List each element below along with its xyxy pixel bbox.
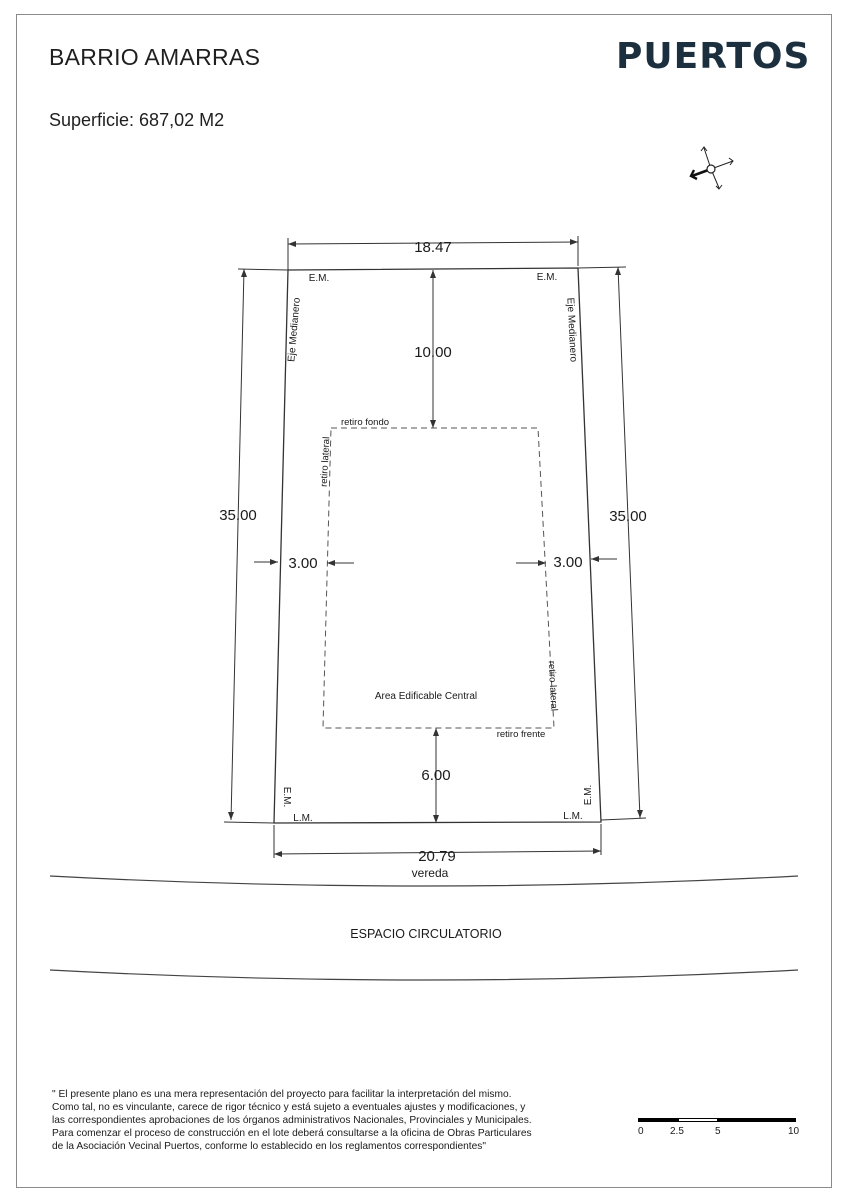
page-title: BARRIO AMARRAS: [49, 44, 261, 70]
scale-label: 2.5: [670, 1126, 684, 1137]
scale-bar: 0 2.5 5 10: [638, 1118, 800, 1148]
vereda-label: vereda: [412, 866, 449, 880]
retiro-fondo-label: retiro fondo: [341, 417, 389, 428]
back-setback-label: 10.00: [414, 344, 452, 361]
em-top-right: E.M.: [537, 272, 558, 283]
lm-right: L.M.: [563, 811, 582, 822]
surface-label: Superficie:: [49, 110, 135, 130]
street-edge-bottom: [49, 969, 799, 981]
left-depth-label: 35.00: [219, 507, 257, 524]
scale-segment: [678, 1118, 718, 1122]
em-bottom-left: E.M.: [281, 787, 292, 808]
street-edge-top: [49, 875, 799, 887]
eje-medianero-left: Eje Medianero: [286, 297, 303, 363]
bottom-width-label: 20.79: [418, 848, 456, 865]
scale-label: 5: [715, 1126, 721, 1137]
drawing-frame: [16, 14, 832, 1188]
em-top-left: E.M.: [309, 273, 330, 284]
right-depth-label: 35.00: [609, 508, 647, 525]
left-side-setback-label: 3.00: [288, 555, 317, 572]
scale-label: 10: [788, 1126, 800, 1137]
disclaimer-text: " El presente plano es una mera represen…: [52, 1088, 582, 1153]
retiro-lateral-left-label: retiro lateral: [319, 437, 333, 488]
front-setback-label: 6.00: [421, 767, 450, 784]
scale-segment: [638, 1118, 678, 1122]
disclaimer-line: Para comenzar el proceso de construcción…: [52, 1128, 532, 1139]
compass-icon: [686, 144, 736, 194]
retiro-frente-label: retiro frente: [497, 729, 546, 740]
buildable-area-label: Area Edificable Central: [375, 691, 477, 702]
scale-segment: [718, 1118, 796, 1122]
scale-label: 0: [638, 1126, 644, 1137]
buildable-area: [322, 427, 555, 729]
top-width-label: 18.47: [414, 239, 452, 256]
retiro-lateral-right-label: retiro lateral: [546, 661, 560, 712]
disclaimer-line: " El presente plano es una mera represen…: [52, 1089, 512, 1100]
eje-medianero-right: Eje Medianero: [564, 297, 578, 362]
lot-boundary: [273, 267, 602, 824]
espacio-circulatorio-label: ESPACIO CIRCULATORIO: [350, 927, 502, 941]
right-side-setback-label: 3.00: [553, 554, 582, 571]
surface-value: 687,02 M2: [139, 110, 225, 130]
em-bottom-right: E.M.: [583, 785, 594, 806]
disclaimer-line: de la Asociación Vecinal Puertos, confor…: [52, 1141, 487, 1152]
puertos-logo: PUERTOS: [616, 36, 811, 77]
disclaimer-line: las correspondientes aprobaciones de los…: [52, 1115, 532, 1126]
disclaimer-line: Como tal, no es vinculante, carece de ri…: [52, 1102, 526, 1113]
surface-line: Superficie:687,02 M2: [49, 110, 224, 131]
lm-left: L.M.: [293, 813, 312, 824]
